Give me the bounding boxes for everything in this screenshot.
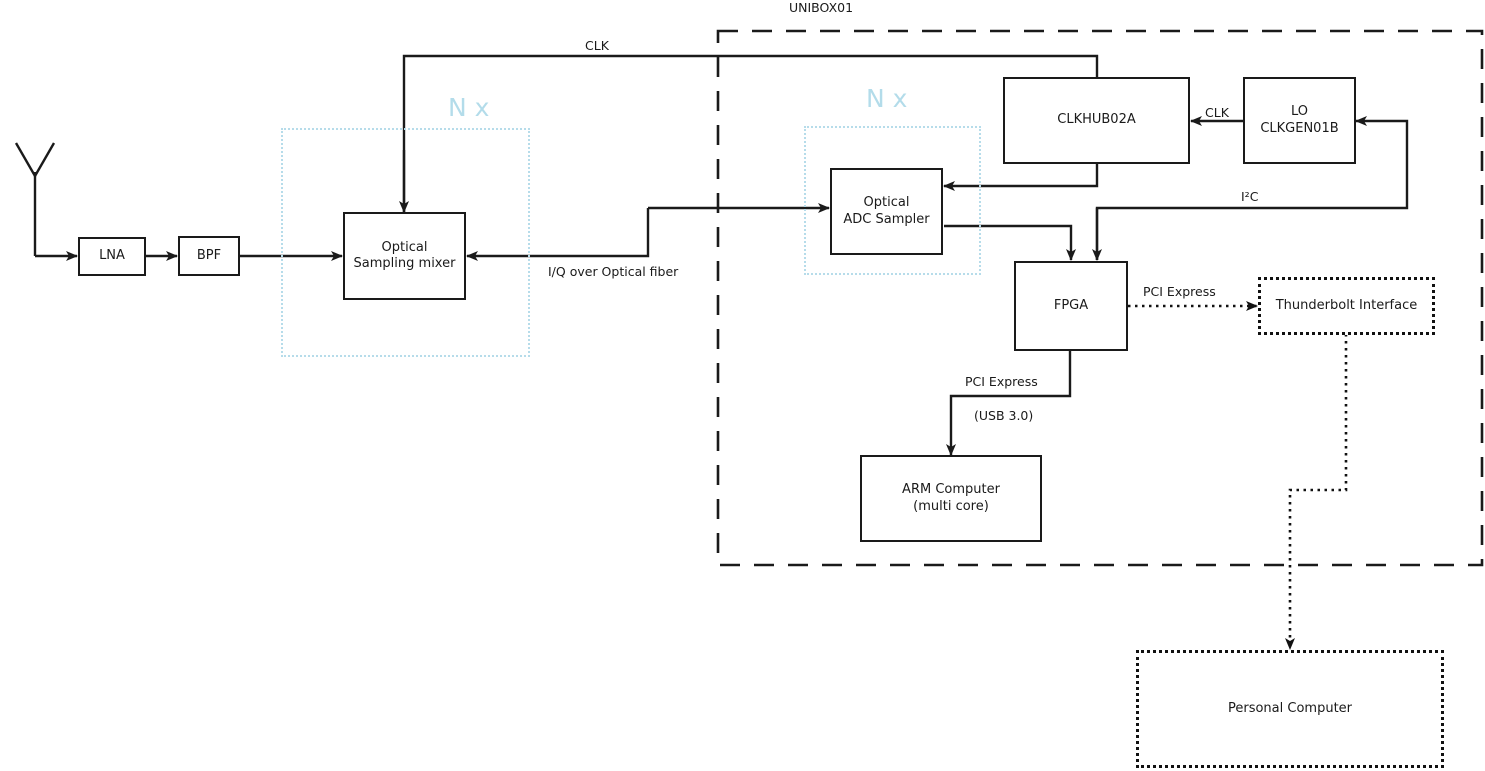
- edge-label-pcie-thunderbolt: PCI Express: [1143, 284, 1216, 299]
- unibox-enclosure: [716, 29, 1484, 567]
- block-arm-computer-line2: (multi core): [913, 498, 989, 514]
- block-fpga[interactable]: FPGA: [1014, 261, 1128, 351]
- block-optical-adc-sampler-line1: Optical: [863, 195, 910, 211]
- nx-label-adc: N x: [866, 84, 908, 113]
- edge-label-i2c: I²C: [1241, 189, 1259, 204]
- wire-thunderbolt-pc: [1285, 334, 1348, 650]
- edge-label-iq-fiber: I/Q over Optical fiber: [548, 264, 679, 279]
- wire-clkhub-adc: [943, 164, 1099, 191]
- nx-region-rx-chain: [281, 128, 530, 357]
- nx-region-adc: [804, 126, 981, 275]
- block-optical-adc-sampler-line2: ADC Sampler: [843, 211, 930, 227]
- block-thunderbolt-interface[interactable]: Thunderbolt Interface: [1258, 277, 1435, 335]
- edge-label-clk-lo: CLK: [1205, 105, 1229, 120]
- block-arm-computer-line1: ARM Computer: [902, 482, 1000, 498]
- block-optical-adc-sampler[interactable]: Optical ADC Sampler: [830, 168, 943, 255]
- block-bpf[interactable]: BPF: [178, 236, 240, 276]
- block-clkhub02a[interactable]: CLKHUB02A: [1003, 77, 1190, 164]
- edge-label-clk-top: CLK: [585, 38, 609, 53]
- block-lo-line1: LO: [1290, 104, 1308, 120]
- block-optical-sampling-mixer[interactable]: Optical Sampling mixer: [343, 212, 466, 300]
- block-arm-computer[interactable]: ARM Computer (multi core): [860, 455, 1042, 542]
- wire-iq-fiber: [466, 208, 650, 261]
- block-lna[interactable]: LNA: [78, 237, 146, 276]
- wire-fpga-arm: [946, 351, 1072, 456]
- unibox-enclosure-label: UNIBOX01: [789, 0, 854, 15]
- wire-adc-fpga: [944, 224, 1076, 261]
- block-optical-sampling-mixer-line2: Sampling mixer: [353, 256, 456, 271]
- nx-label-rx-chain: N x: [448, 93, 490, 122]
- antenna-icon: [14, 142, 56, 256]
- block-lo-line2: CLKGEN01B: [1260, 120, 1339, 136]
- edge-label-usb30: (USB 3.0): [974, 408, 1034, 423]
- block-personal-computer[interactable]: Personal Computer: [1136, 650, 1444, 768]
- block-lo-clkgen01b[interactable]: LO CLKGEN01B: [1243, 77, 1356, 164]
- edge-label-pcie-arm: PCI Express: [965, 374, 1038, 389]
- wire-clk-distribution: [402, 54, 1099, 212]
- block-optical-sampling-mixer-line1: Optical: [381, 239, 428, 255]
